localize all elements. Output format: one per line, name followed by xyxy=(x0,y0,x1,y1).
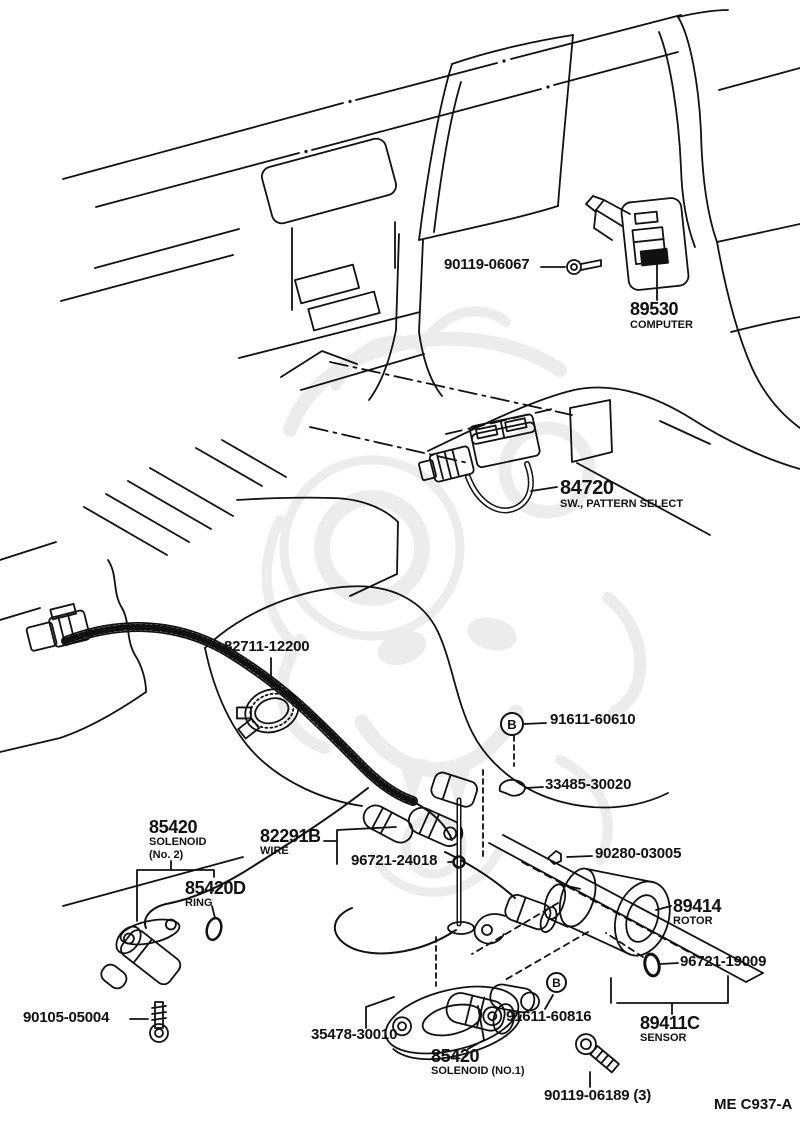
part-name: SOLENOID xyxy=(149,836,207,849)
part-label-90105-05004: 90105-05004 xyxy=(23,1009,110,1026)
part-name: ROTOR xyxy=(673,915,713,928)
part-label-85420d: 85420D RING xyxy=(185,879,246,910)
pattern-select-switch-drawing xyxy=(418,413,558,514)
part-label-33485-30020: 33485-30020 xyxy=(545,776,632,793)
part-code: 89411C xyxy=(640,1013,700,1033)
part-code: 96721-24018 xyxy=(351,852,438,869)
part-label-91611-60610: 91611-60610 xyxy=(550,711,636,728)
bolt-90119-06067-drawing xyxy=(540,259,602,275)
clamp-drawing xyxy=(236,657,300,740)
part-label-96721-24018: 96721-24018 xyxy=(351,852,438,869)
dashboard-outline xyxy=(60,9,800,536)
rotor-drawing xyxy=(543,867,672,957)
part-code: 90280-03005 xyxy=(595,845,682,862)
clip-drawing xyxy=(498,722,554,1010)
bolt-90105-drawing xyxy=(129,1001,169,1043)
bolt-symbol-b-upper: B xyxy=(500,712,524,736)
bolt-90119-06189-drawing xyxy=(575,1033,620,1088)
part-name: SW., PATTERN SELECT xyxy=(560,498,684,511)
part-name: RING xyxy=(185,897,213,910)
part-name-2: (No. 2) xyxy=(149,848,184,861)
part-code: 89414 xyxy=(673,896,722,916)
part-code: 33485-30020 xyxy=(545,776,632,793)
part-label-82711-12200: 82711-12200 xyxy=(224,638,310,655)
part-label-90119-06067: 90119-06067 xyxy=(444,256,530,273)
part-code: 84720 xyxy=(560,477,614,499)
part-label-90280-03005: 90280-03005 xyxy=(595,845,682,862)
part-label-91611-60816: 91611-60816 xyxy=(506,1008,592,1025)
part-code: 85420 xyxy=(149,817,198,837)
part-code: 85420D xyxy=(185,878,246,898)
part-code: 89530 xyxy=(630,299,679,319)
bolt-symbol-letter: B xyxy=(552,975,561,990)
part-label-96721-19009: 96721-19009 xyxy=(680,953,767,970)
part-label-89411c: 89411C SENSOR xyxy=(640,1014,700,1045)
part-code: 82291B xyxy=(260,826,321,846)
part-name: WIRE xyxy=(260,845,289,858)
part-label-85420-no2: 85420 SOLENOID (No. 2) xyxy=(149,818,206,861)
speed-sensor-shaft-drawing xyxy=(430,771,478,935)
part-code: 90119-06067 xyxy=(444,256,530,273)
part-name: COMPUTER xyxy=(630,319,693,332)
part-code: 90105-05004 xyxy=(23,1009,110,1026)
sensor-pickup-drawing xyxy=(473,893,558,945)
watermark-logo xyxy=(261,306,647,897)
part-label-85420-no1: 85420 SOLENOID (NO.1) xyxy=(431,1047,525,1078)
part-label-89530: 89530 COMPUTER xyxy=(630,300,693,332)
part-label-84720: 84720 SW., PATTERN SELECT xyxy=(560,478,683,511)
part-code: 85420 xyxy=(431,1046,480,1066)
part-code: 35478-30010 xyxy=(311,1026,398,1043)
bolt-symbol-b-lower: B xyxy=(546,972,567,993)
leader-lines xyxy=(323,735,764,1015)
part-code: 82711-12200 xyxy=(224,638,310,655)
part-code: 96721-19009 xyxy=(680,953,767,970)
engine-outline xyxy=(0,439,669,907)
part-code: 90119-06189 (3) xyxy=(544,1087,652,1104)
part-label-82291b: 82291B WIRE xyxy=(260,827,321,858)
part-name: SOLENOID (NO.1) xyxy=(431,1065,525,1078)
part-label-89414: 89414 ROTOR xyxy=(673,897,721,928)
part-label-35478-30010: 35478-30010 xyxy=(311,1026,398,1043)
solenoid2-drawing xyxy=(100,860,223,990)
computer-drawing xyxy=(585,195,690,301)
pin-drawing xyxy=(547,850,593,865)
oring-19009-drawing xyxy=(643,952,679,978)
part-label-90119-06189: 90119-06189 (3) xyxy=(544,1087,652,1104)
wire-harness-drawing xyxy=(25,602,516,955)
drawing-reference-code: ME C937-A xyxy=(714,1096,793,1113)
part-name: SENSOR xyxy=(640,1032,687,1045)
bolt-symbol-letter: B xyxy=(507,716,517,732)
gasket-solenoid1-drawing xyxy=(365,983,540,1061)
part-code: 91611-60610 xyxy=(550,711,636,728)
part-code: 91611-60816 xyxy=(506,1008,592,1025)
